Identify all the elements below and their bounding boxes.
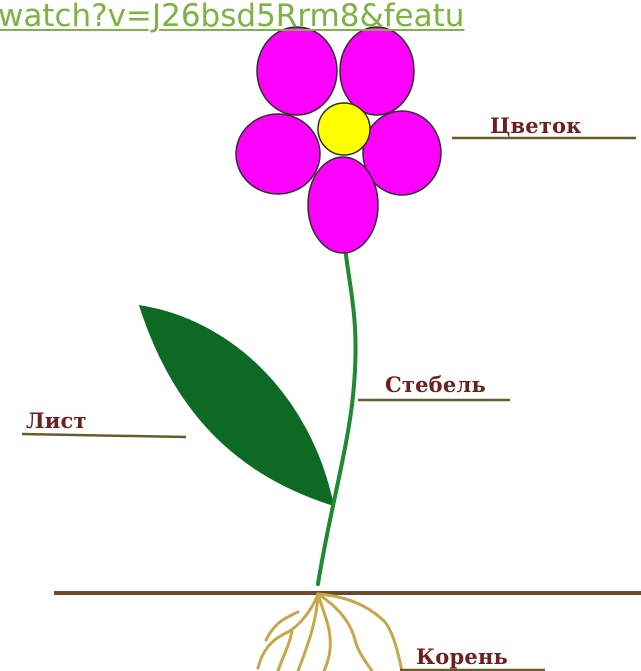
petal-bottom [308, 157, 378, 253]
leaf-label-line [22, 434, 186, 437]
petal-top-right [340, 27, 414, 115]
video-url-link[interactable]: watch?v=J26bsd5Rrm8&featu [0, 0, 464, 38]
leaf-label: Лист [26, 408, 87, 433]
leaf-shape [140, 306, 333, 505]
roots [258, 594, 402, 671]
petal-left [236, 114, 320, 194]
stem-label: Стебель [385, 372, 486, 397]
root-label: Корень [416, 644, 508, 669]
petal-top-left [257, 27, 337, 115]
flower-label: Цветок [490, 113, 582, 138]
flower-center [318, 103, 370, 155]
stem-line [318, 245, 356, 584]
